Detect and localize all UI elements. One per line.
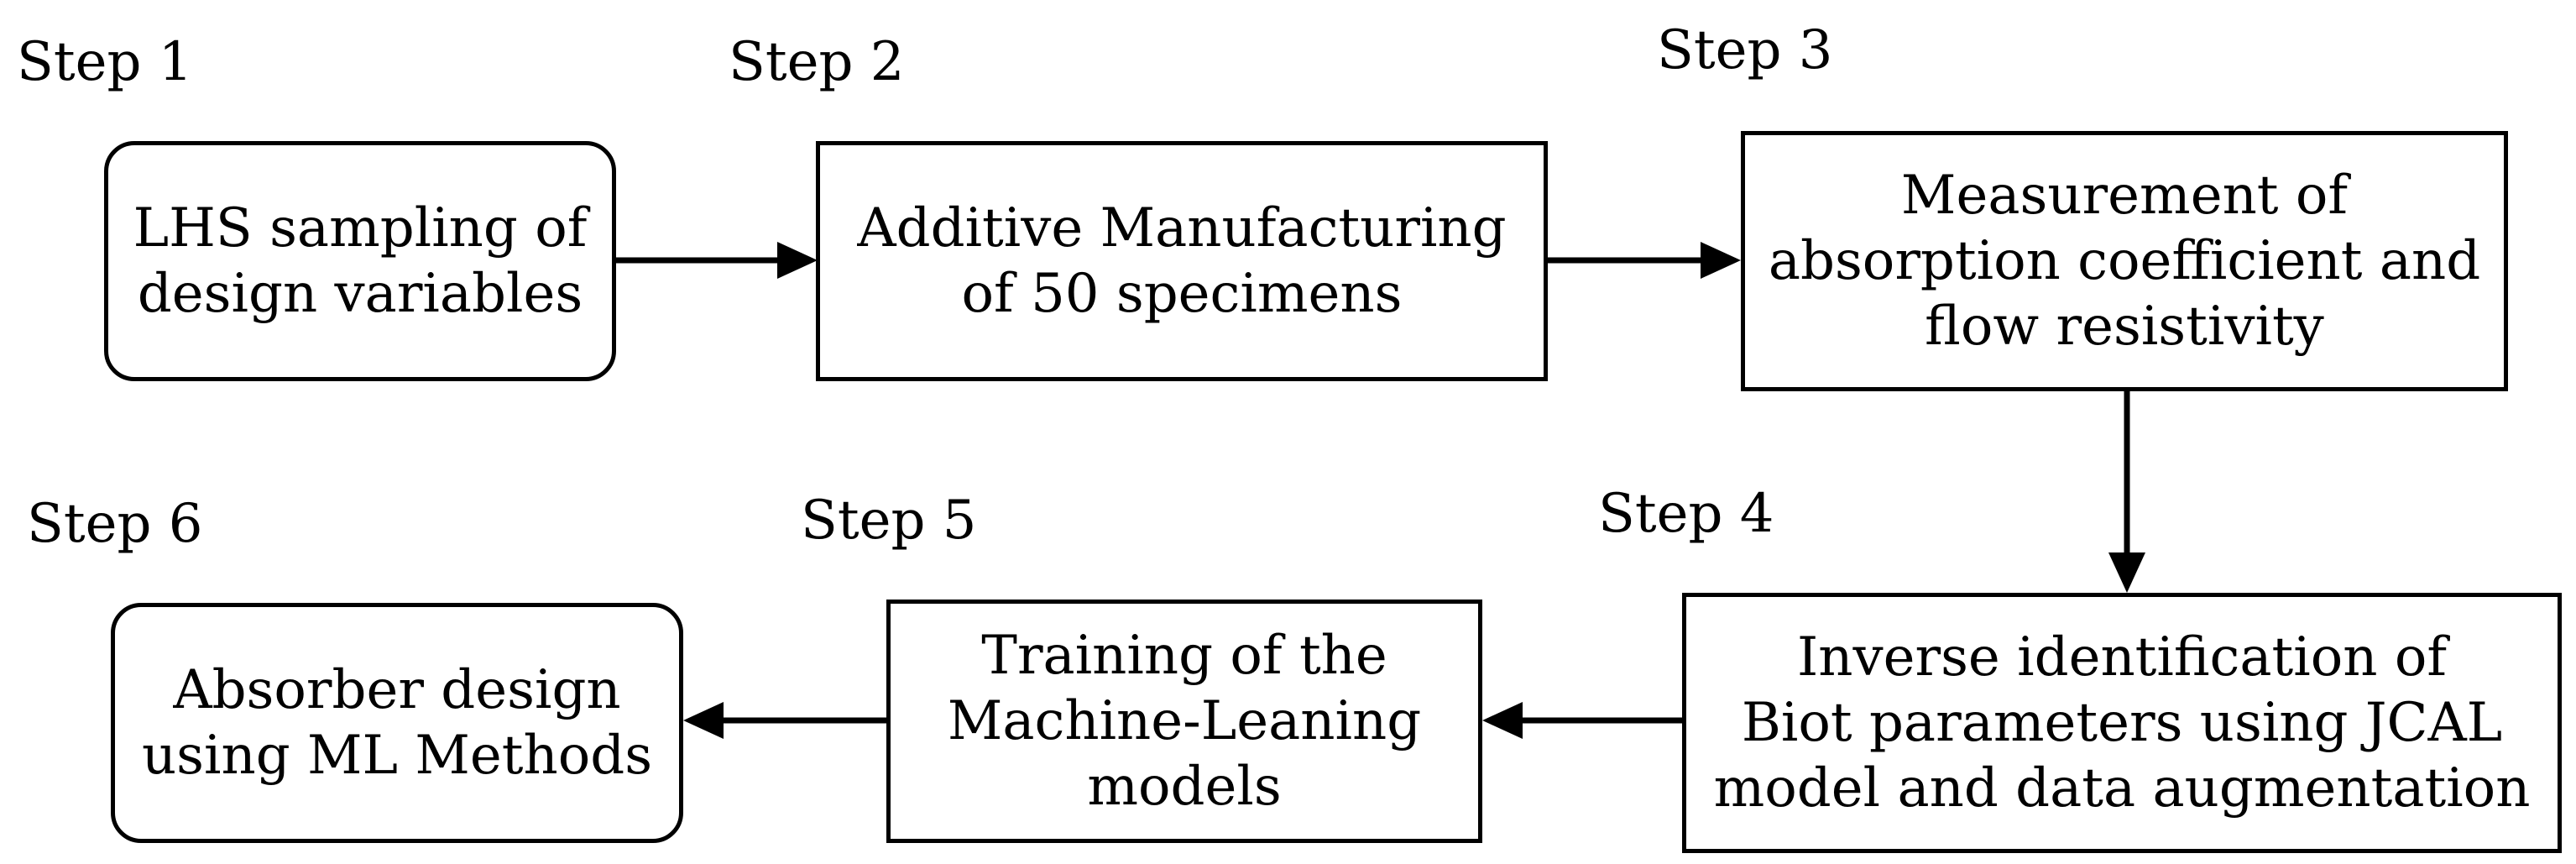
step-1-text-line-1: LHS sampling of bbox=[133, 196, 588, 259]
step-6-label: Step 6 bbox=[27, 493, 203, 555]
step-5-text-line-1: Training of the bbox=[981, 624, 1387, 687]
step-6-text-line-2: using ML Methods bbox=[141, 725, 653, 787]
step-4-text-line-1: Inverse identification of bbox=[1796, 626, 2448, 689]
arrow-step1-to-step2 bbox=[616, 242, 818, 279]
step-4-label: Step 4 bbox=[1598, 483, 1774, 545]
arrow-step4-to-step5 bbox=[1482, 702, 1682, 739]
step-2-text-line-1: Additive Manufacturing bbox=[857, 196, 1507, 259]
step-2-box: Additive Manufacturing of 50 specimens bbox=[816, 141, 1548, 381]
step-3-text-line-2: absorption coefficient and bbox=[1768, 229, 2481, 292]
arrow-step5-to-step6 bbox=[683, 702, 886, 739]
step-3-box: Measurement of absorption coefficient an… bbox=[1741, 131, 2508, 391]
step-1-label: Step 1 bbox=[17, 31, 193, 93]
step-1-text-line-2: design variables bbox=[137, 263, 583, 325]
step-5-label: Step 5 bbox=[801, 490, 977, 552]
step-4-box: Inverse identification of Biot parameter… bbox=[1682, 593, 2562, 853]
step-2-label: Step 2 bbox=[729, 31, 905, 93]
step-4-text-line-2: Biot parameters using JCAL bbox=[1741, 691, 2503, 754]
step-3-text-line-3: flow resistivity bbox=[1925, 296, 2324, 359]
step-6-text-line-1: Absorber design bbox=[173, 658, 621, 721]
step-4-text-line-3: model and data augmentation bbox=[1713, 757, 2531, 820]
step-3-text-line-1: Measurement of bbox=[1900, 164, 2349, 227]
step-3-label: Step 3 bbox=[1657, 19, 1833, 81]
step-2-text-line-2: of 50 specimens bbox=[961, 263, 1403, 325]
step-6-box: Absorber design using ML Methods bbox=[111, 603, 683, 843]
arrow-step2-to-step3 bbox=[1548, 242, 1741, 279]
step-5-box: Training of the Machine-Leaning models bbox=[886, 600, 1482, 843]
step-5-text-line-2: Machine-Leaning bbox=[947, 689, 1422, 752]
step-5-text-line-3: models bbox=[1087, 756, 1282, 819]
arrow-step3-to-step4 bbox=[2108, 391, 2145, 593]
step-1-box: LHS sampling of design variables bbox=[104, 141, 616, 381]
